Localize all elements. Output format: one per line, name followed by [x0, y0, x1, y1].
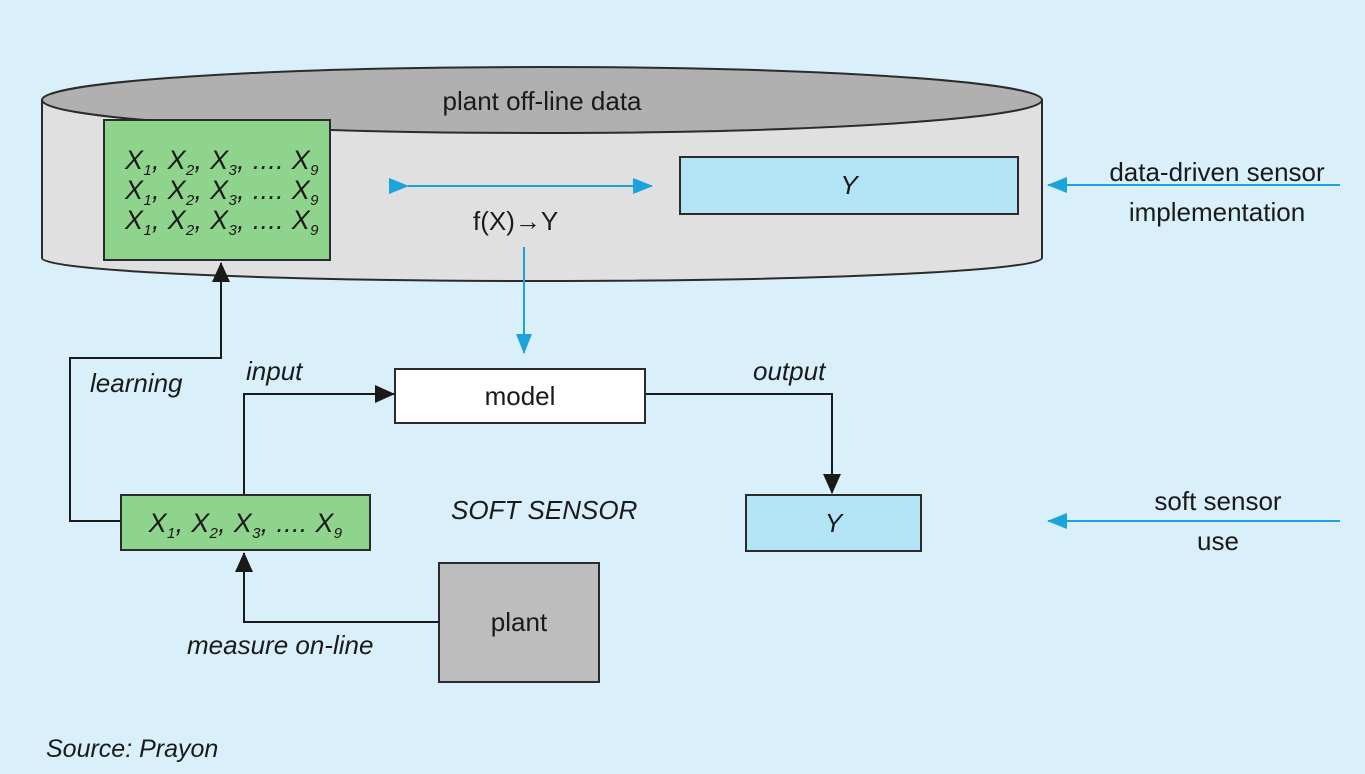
offline-variables-row: X1, X2, X3, .... X9 — [125, 205, 319, 239]
function-label: f(X)→Y — [473, 206, 559, 236]
offline-output-box: Y — [679, 156, 1019, 215]
online-output-box: Y — [745, 494, 922, 552]
soft-sensor-label: SOFT SENSOR — [451, 495, 638, 525]
input-label: input — [246, 356, 303, 386]
online-variables-box: X1, X2, X3, .... X9 — [120, 494, 371, 551]
learning-label: learning — [90, 368, 183, 398]
measure-online-arrow — [235, 552, 438, 623]
model-box: model — [394, 368, 646, 424]
data-driven-implementation-label: data-driven sensor implementation — [1109, 157, 1325, 227]
learning-arrow — [69, 262, 230, 522]
offline-variables-row: X1, X2, X3, .... X9 — [125, 145, 319, 179]
output-arrow — [646, 393, 841, 494]
plant-box: plant — [438, 562, 600, 683]
offline-variables-box: X1, X2, X3, .... X9 X1, X2, X3, .... X9 … — [103, 119, 331, 261]
measure-online-label: measure on-line — [187, 630, 374, 660]
output-label: output — [753, 356, 826, 386]
input-arrow — [243, 385, 395, 495]
source-caption: Source: Prayon — [46, 735, 219, 763]
offline-data-label: plant off-line data — [442, 86, 642, 116]
online-variables-row: X1, X2, X3, .... X9 — [148, 507, 343, 542]
offline-variables-row: X1, X2, X3, .... X9 — [125, 175, 319, 209]
soft-sensor-use-label: soft sensor use — [1154, 486, 1282, 556]
